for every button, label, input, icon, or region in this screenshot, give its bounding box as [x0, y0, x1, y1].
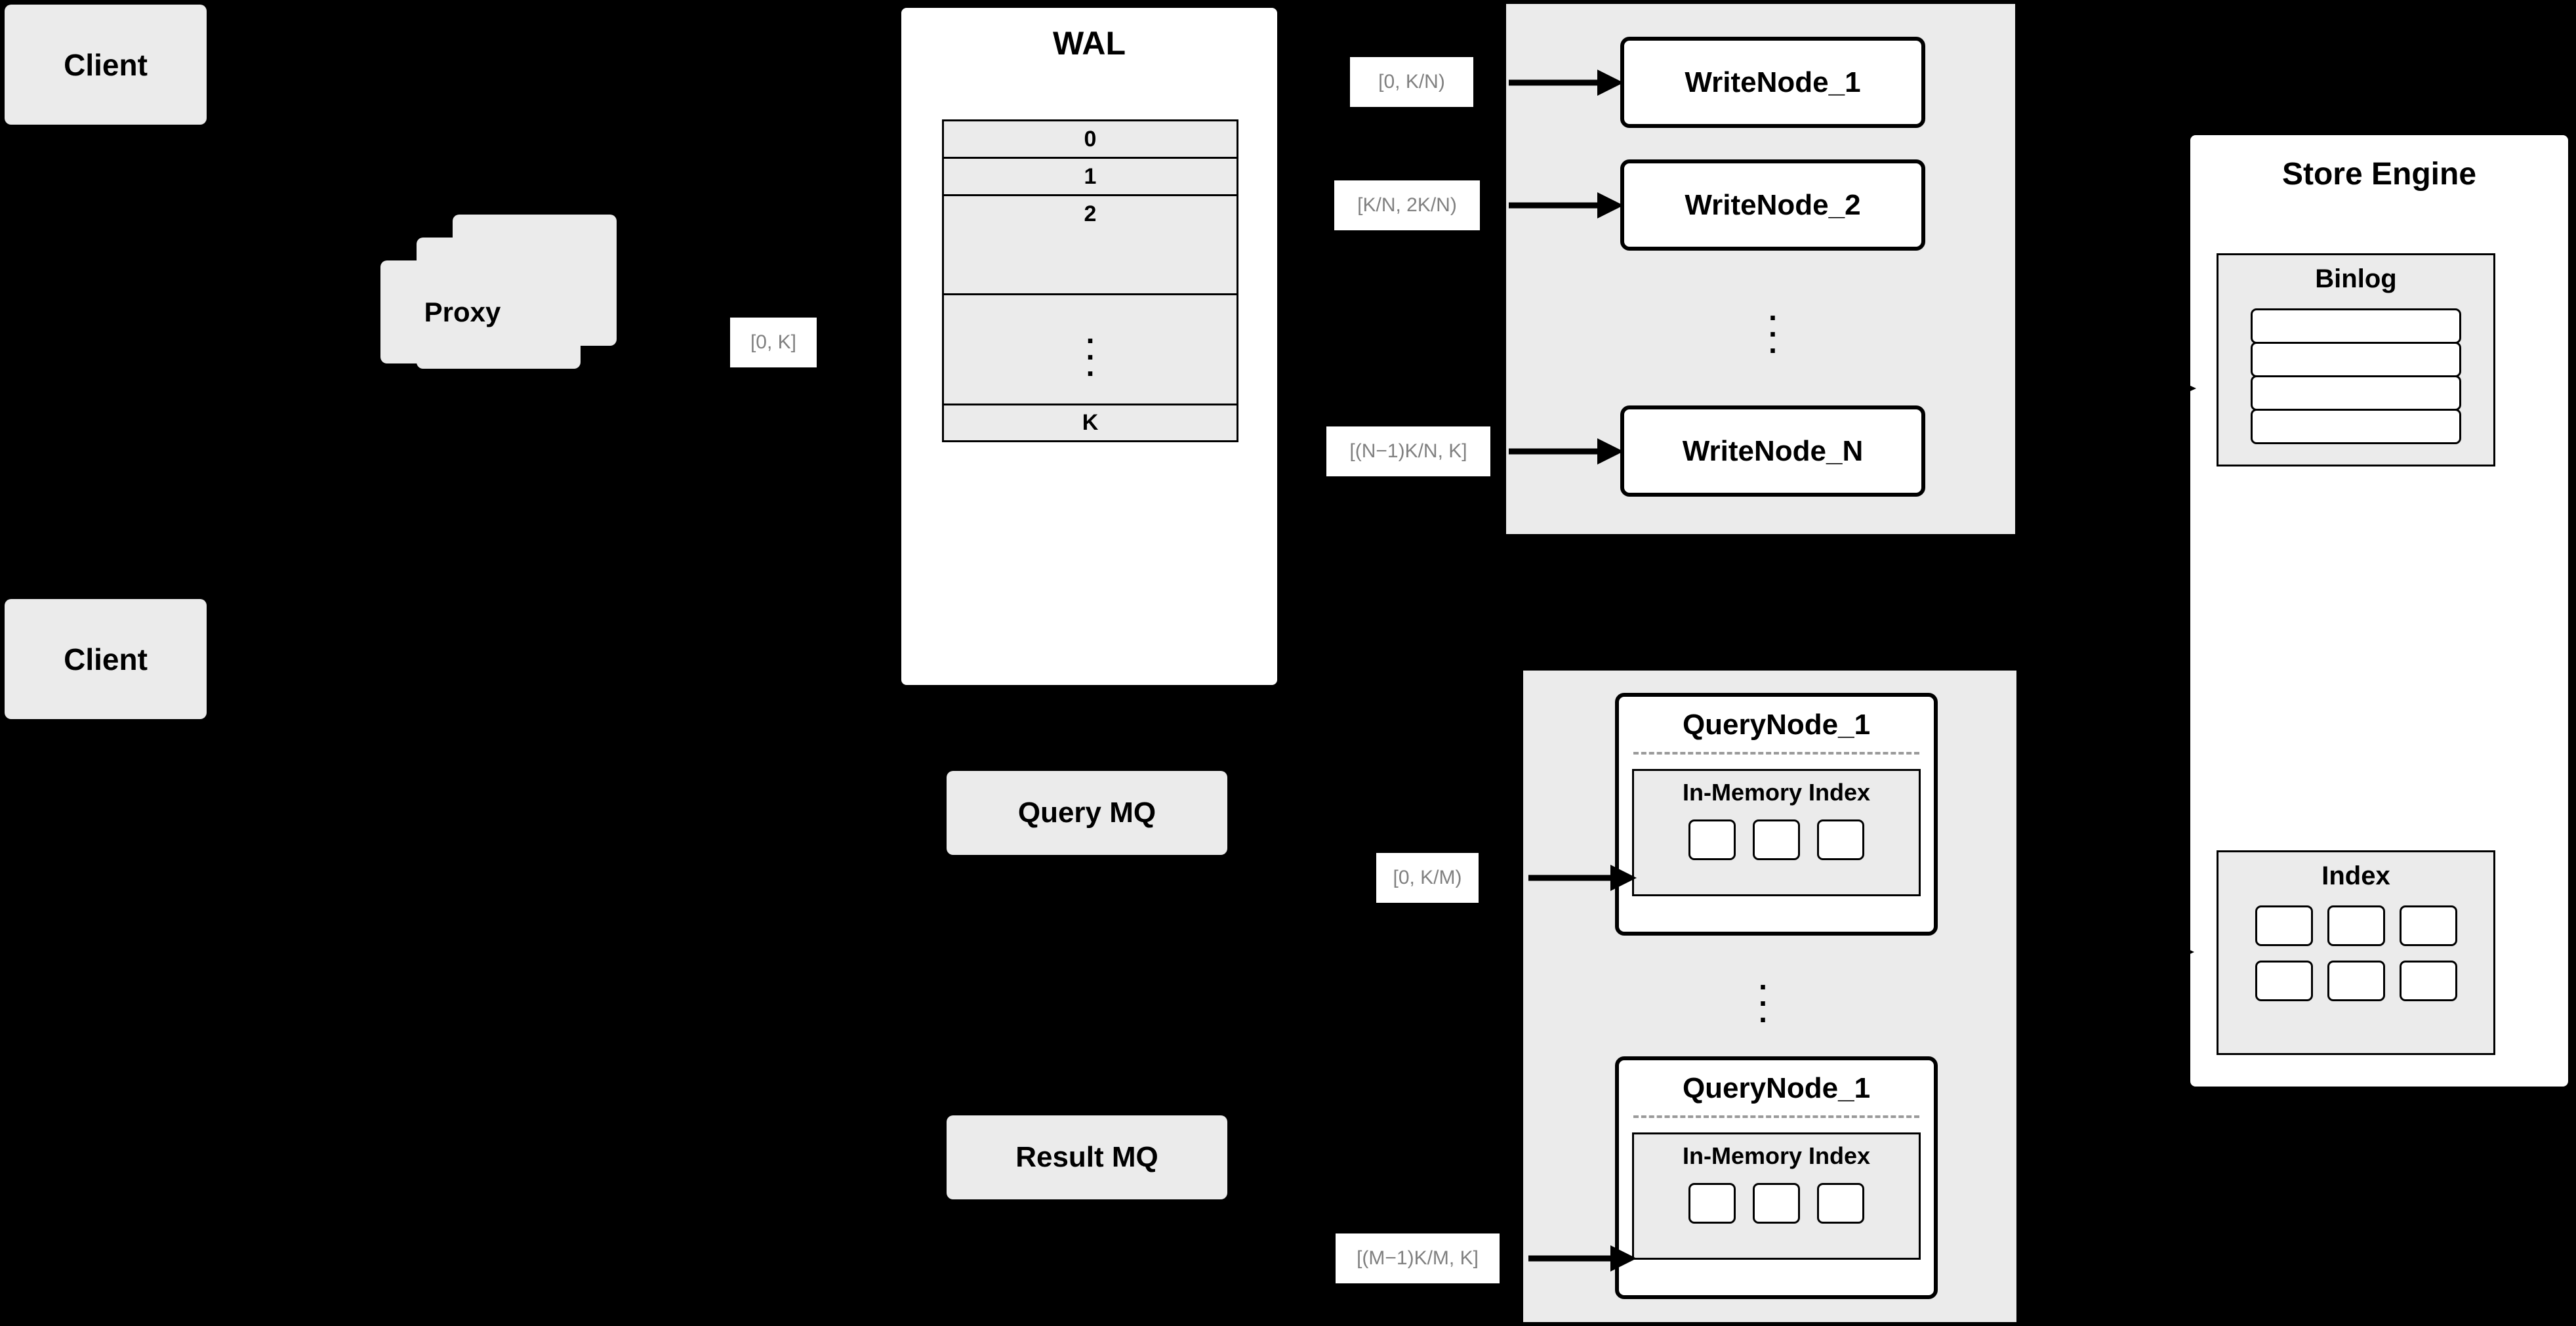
- proxy-label: Proxy: [424, 296, 501, 327]
- binlog-segment: [2251, 409, 2461, 444]
- store-index-cell: [2327, 905, 2385, 946]
- range-label-proxy-out: [0, K]: [730, 318, 817, 367]
- in-memory-index-slot: [1817, 1183, 1864, 1224]
- range-label-write-node-2: [K/N, 2K/N): [1334, 180, 1480, 230]
- wal-row: 1: [944, 159, 1237, 196]
- in-memory-index-slot: [1817, 819, 1864, 860]
- wal-row-ellipsis: ...: [942, 295, 1238, 405]
- client-label-2: Client: [64, 642, 148, 676]
- in-memory-index-slot: [1753, 1183, 1800, 1224]
- write-node-group-ellipsis-icon: ...: [1768, 292, 1777, 360]
- wal-ellipsis-icon: ...: [1086, 315, 1095, 383]
- query-node-2-in-memory-index: In-Memory Index: [1632, 1132, 1921, 1260]
- arrow-to-binlog: [2124, 373, 2197, 404]
- query-node-group-ellipsis-icon: ...: [1759, 961, 1767, 1029]
- store-index-cell: [2327, 961, 2385, 1001]
- query-node-1-in-memory-index: In-Memory Index: [1632, 769, 1921, 896]
- query-mq-label: Query MQ: [1017, 797, 1156, 829]
- arrow-to-store-index: [2124, 937, 2195, 967]
- wal-table: 0 1 2: [942, 119, 1238, 295]
- wal-row: 0: [944, 121, 1237, 159]
- store-index-cell: [2399, 961, 2457, 1001]
- result-mq-label: Result MQ: [1015, 1141, 1158, 1173]
- write-node-n[interactable]: WriteNode_N: [1620, 405, 1925, 497]
- range-label-write-node-2-text: [K/N, 2K/N): [1357, 194, 1457, 216]
- proxy-card-front[interactable]: Proxy: [380, 260, 544, 363]
- range-label-query-node-1-text: [0, K/M): [1393, 867, 1462, 888]
- range-label-write-node-1: [0, K/N): [1350, 57, 1473, 107]
- binlog-title: Binlog: [2315, 264, 2397, 293]
- wal-row: K: [942, 405, 1238, 442]
- range-label-write-node-1-text: [0, K/N): [1378, 71, 1445, 93]
- store-index-cell: [2255, 905, 2313, 946]
- store-index-cell: [2255, 961, 2313, 1001]
- result-mq-box[interactable]: Result MQ: [947, 1115, 1227, 1199]
- query-node-2[interactable]: QueryNode_1 In-Memory Index: [1615, 1056, 1938, 1299]
- query-node-2-separator: [1633, 1115, 1919, 1118]
- client-label-1: Client: [64, 47, 148, 82]
- write-node-1-label: WriteNode_1: [1685, 66, 1861, 98]
- binlog-panel: Binlog: [2217, 253, 2495, 466]
- store-engine-container: Store Engine Binlog Index: [2186, 131, 2572, 1090]
- query-node-1[interactable]: QueryNode_1 In-Memory Index: [1615, 693, 1938, 936]
- write-node-n-label: WriteNode_N: [1682, 434, 1864, 467]
- arrow-to-query-node-m: [1528, 1245, 1637, 1272]
- write-node-2[interactable]: WriteNode_2: [1620, 159, 1925, 251]
- range-label-proxy-out-text: [0, K]: [750, 331, 797, 353]
- binlog-segment: [2251, 375, 2461, 411]
- arrow-to-write-node-2: [1509, 192, 1624, 218]
- arrow-to-write-node-1: [1509, 70, 1624, 96]
- store-engine-title: Store Engine: [2281, 157, 2477, 192]
- query-node-1-label: QueryNode_1: [1682, 709, 1871, 741]
- write-node-2-label: WriteNode_2: [1685, 188, 1861, 221]
- in-memory-index-slot: [1753, 819, 1800, 860]
- range-label-write-node-n: [(N−1)K/N, K]: [1326, 426, 1490, 476]
- range-label-write-node-n-text: [(N−1)K/N, K]: [1349, 440, 1467, 462]
- binlog-segment: [2251, 342, 2461, 377]
- in-memory-index-slot: [1688, 1183, 1736, 1224]
- range-label-query-node-m: [(M−1)K/M, K]: [1336, 1233, 1500, 1283]
- range-label-query-node-1: [0, K/M): [1376, 853, 1479, 903]
- wal-title: WAL: [1052, 25, 1126, 62]
- store-index-title: Index: [2321, 861, 2390, 890]
- query-node-1-separator: [1633, 752, 1919, 755]
- query-node-2-in-memory-index-title: In-Memory Index: [1682, 1142, 1871, 1169]
- client-box-2[interactable]: Client: [5, 599, 207, 719]
- query-node-2-label: QueryNode_1: [1682, 1072, 1871, 1104]
- proxy-stack[interactable]: Proxy: [380, 215, 630, 425]
- query-node-1-in-memory-index-title: In-Memory Index: [1682, 779, 1871, 806]
- wal-container: WAL 0 1 2 ... K: [897, 4, 1281, 689]
- write-node-1[interactable]: WriteNode_1: [1620, 37, 1925, 128]
- range-label-query-node-m-text: [(M−1)K/M, K]: [1357, 1247, 1479, 1269]
- arrow-to-query-node-1: [1528, 865, 1637, 891]
- store-index-cell: [2399, 905, 2457, 946]
- binlog-segment: [2251, 308, 2461, 344]
- arrow-to-write-node-n: [1509, 438, 1624, 465]
- wal-row: 2: [944, 196, 1237, 232]
- query-mq-box[interactable]: Query MQ: [947, 771, 1227, 855]
- in-memory-index-slot: [1688, 819, 1736, 860]
- store-index-panel: Index: [2217, 850, 2495, 1055]
- client-box-1[interactable]: Client: [5, 5, 207, 125]
